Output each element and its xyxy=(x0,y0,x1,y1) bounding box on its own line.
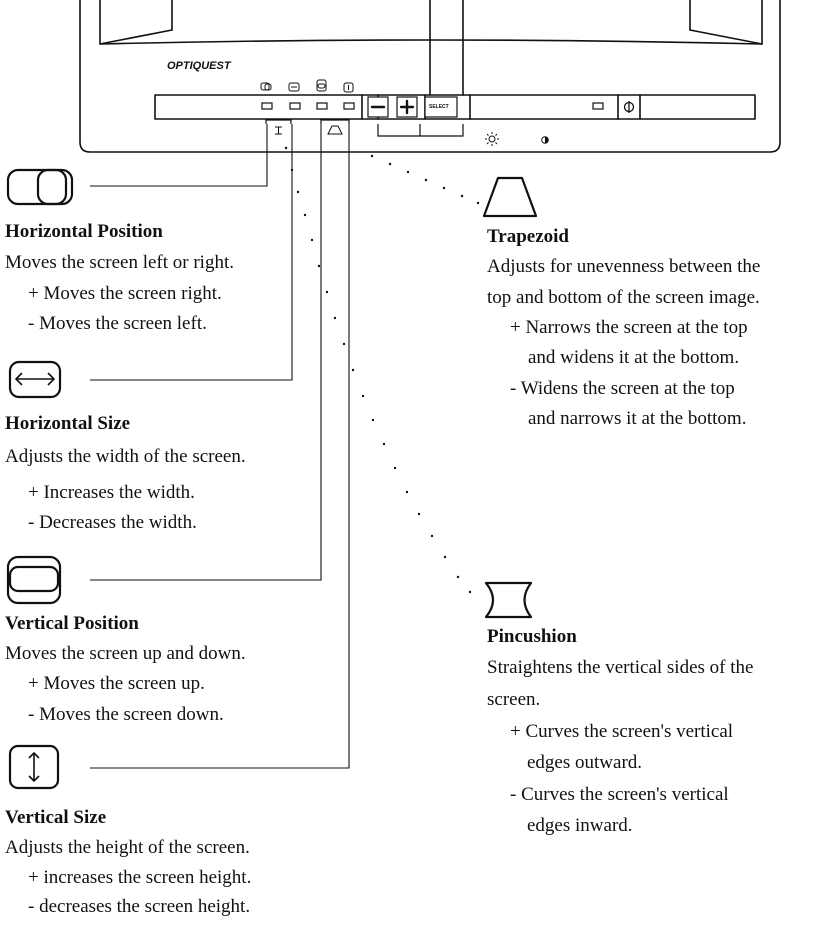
brand-logo: OPTIQUEST xyxy=(167,60,231,72)
monitor-screen-frame xyxy=(99,0,763,45)
vertical-position-icon xyxy=(6,555,62,605)
pincushion-plus-line: + Curves the screen's vertical xyxy=(510,721,734,742)
pincushion-description-line: Straightens the vertical sides of the xyxy=(487,657,754,678)
trapezoid-icon xyxy=(482,176,538,218)
vertical-position-description: Moves the screen up and down. xyxy=(5,643,246,664)
horizontal-position-minus: - Moves the screen left. xyxy=(28,313,207,334)
trapezoid-plus-line: + Narrows the screen at the top xyxy=(510,317,748,338)
select-button xyxy=(424,96,458,118)
pincushion-title: Pincushion xyxy=(487,626,577,647)
vertical-size-description: Adjusts the height of the screen. xyxy=(5,837,250,858)
trapezoid-minus-line: - Widens the screen at the top xyxy=(510,378,735,399)
power-icon xyxy=(623,101,635,113)
trapezoid-description-line: Adjusts for unevenness between the xyxy=(487,256,761,277)
vertical-size-plus: + increases the screen height. xyxy=(28,867,252,888)
pincushion-plus-line: edges outward. xyxy=(527,752,643,773)
control-strip xyxy=(154,94,756,120)
vertical-size-title: Vertical Size xyxy=(5,807,107,828)
horizontal-size-button xyxy=(289,102,301,110)
vertical-position-title: Vertical Position xyxy=(5,613,139,634)
trapezoid-title: Trapezoid xyxy=(487,226,569,247)
trapezoid-description-line: top and bottom of the screen image. xyxy=(487,287,760,308)
degauss-button xyxy=(592,102,604,110)
vertical-size-button xyxy=(343,102,355,110)
horizontal-position-plus: + Moves the screen right. xyxy=(28,283,222,304)
horizontal-position-description: Moves the screen left or right. xyxy=(5,252,234,273)
vertical-position-button xyxy=(316,102,328,110)
pincushion-icon xyxy=(484,581,533,619)
horizontal-size-plus: + Increases the width. xyxy=(28,482,195,503)
vertical-position-minus: - Moves the screen down. xyxy=(28,704,224,725)
horizontal-size-description: Adjusts the width of the screen. xyxy=(5,446,246,467)
pincushion-minus-line: edges inward. xyxy=(527,815,633,836)
contrast-icon xyxy=(541,136,549,144)
horizontal-size-icon xyxy=(8,360,62,399)
pincushion-description-line: screen. xyxy=(487,689,541,710)
trapezoid-minus-line: and narrows it at the bottom. xyxy=(528,408,747,429)
horizontal-size-minus: - Decreases the width. xyxy=(28,512,197,533)
vertical-size-icon xyxy=(8,744,60,790)
select-button-label: SELECT xyxy=(429,104,449,110)
vertical-size-minus: - decreases the screen height. xyxy=(28,896,251,917)
horizontal-position-icon xyxy=(6,168,74,206)
trapezoid-plus-line: and widens it at the bottom. xyxy=(528,347,740,368)
horizontal-size-title: Horizontal Size xyxy=(5,413,131,434)
horizontal-position-title: Horizontal Position xyxy=(5,221,163,242)
monitor-bezel xyxy=(79,0,781,153)
brightness-icon xyxy=(485,132,499,146)
horizontal-position-button xyxy=(261,102,273,110)
pincushion-minus-line: - Curves the screen's vertical xyxy=(510,784,729,805)
vertical-position-plus: + Moves the screen up. xyxy=(28,673,205,694)
